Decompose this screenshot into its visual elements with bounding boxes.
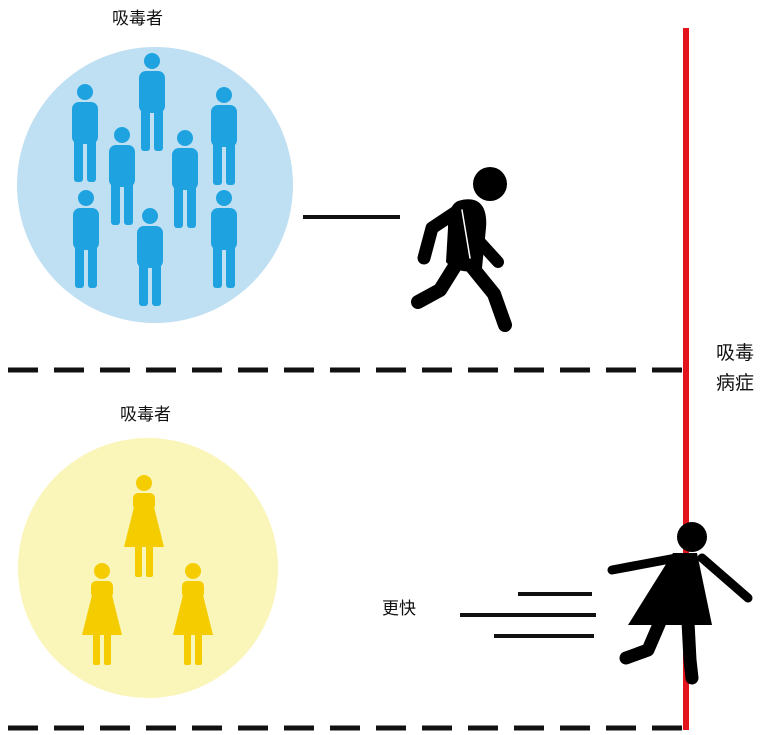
threshold-label: 吸毒 病症 (716, 338, 754, 398)
top-group-label: 吸毒者 (112, 9, 163, 29)
threshold-label-line1: 吸毒 (716, 342, 755, 364)
running-man-icon (411, 167, 512, 332)
running-woman-icon (607, 522, 753, 685)
threshold-label-line2: 病症 (716, 372, 755, 394)
faster-label: 更快 (382, 599, 416, 619)
speed-lines (460, 592, 596, 638)
bottom-group-label: 吸毒者 (120, 405, 171, 425)
